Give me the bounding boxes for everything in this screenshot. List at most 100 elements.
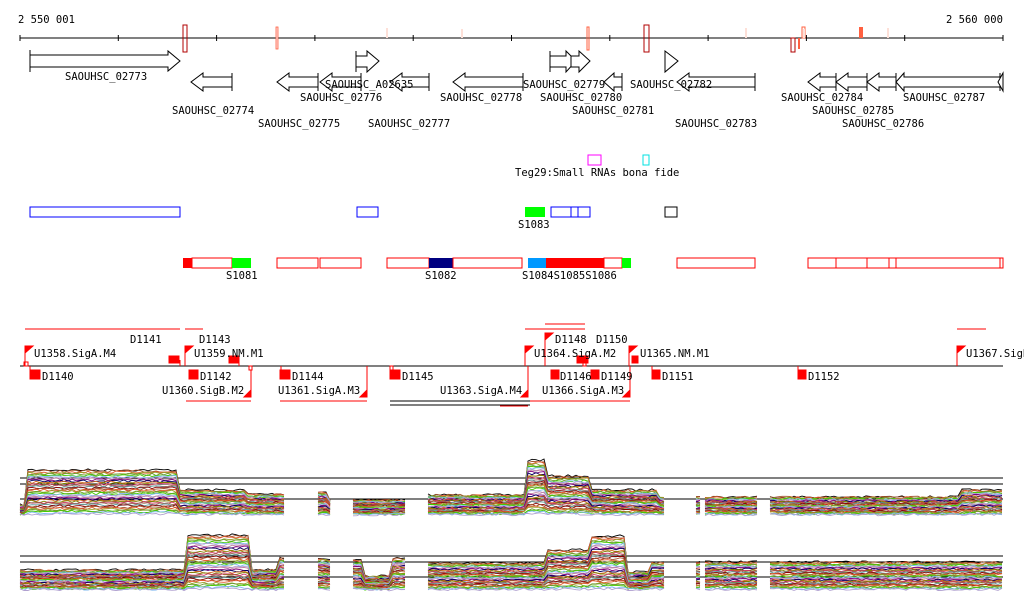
srna-feature-S1083[interactable] (525, 207, 545, 217)
scale-ruler: 2 550 001 2 560 000 (18, 14, 1004, 53)
expression-profile-line (769, 489, 1003, 500)
gene-02784[interactable] (807, 72, 837, 92)
expression-profile-line (317, 565, 331, 568)
srna-feature-S1084[interactable] (528, 258, 546, 268)
gene-label[interactable]: SAOUHSC_02786 (842, 118, 924, 130)
tss-gray-lines (390, 400, 530, 406)
tss-label[interactable]: D1140 (42, 371, 74, 383)
gene-label[interactable]: SAOUHSC_02774 (172, 105, 254, 117)
gene-02786[interactable] (866, 72, 897, 92)
gene-label[interactable]: SAOUHSC_A02635 (325, 79, 414, 91)
expression-profile-line (19, 500, 285, 514)
gene-label[interactable]: SAOUHSC_02784 (781, 92, 863, 104)
tss-label[interactable]: D1148 (555, 334, 587, 346)
expression-profile-line (427, 586, 665, 592)
tss-label[interactable]: D1149 (601, 371, 633, 383)
gene-02781[interactable] (603, 71, 623, 93)
srna-feature[interactable] (895, 257, 1001, 269)
tss-label[interactable]: U1358.SigA.M4 (34, 348, 116, 360)
gene-label[interactable]: SAOUHSC_02775 (258, 118, 340, 130)
srna-feature[interactable] (664, 206, 678, 218)
srna-feature[interactable] (676, 257, 756, 269)
expression-profile-line (19, 468, 285, 507)
tss-markers[interactable] (23, 332, 967, 398)
srna-feature[interactable] (807, 257, 837, 269)
gene-02774[interactable] (190, 72, 233, 92)
tss-label[interactable]: U1359.NM.M1 (194, 348, 264, 360)
srna-feature[interactable] (319, 257, 362, 269)
gene-02777[interactable] (389, 72, 430, 92)
tss-label[interactable]: D1141 (130, 334, 162, 346)
tss-label[interactable]: D1144 (292, 371, 324, 383)
gene-label[interactable]: SAOUHSC_02776 (300, 92, 382, 104)
gene-label[interactable]: SAOUHSC_02783 (675, 118, 757, 130)
srna-feature[interactable] (622, 258, 631, 268)
gene-02787[interactable] (895, 71, 1004, 93)
expression-profile-line (317, 581, 331, 585)
gene-label[interactable]: SAOUHSC_02781 (572, 105, 654, 117)
srna-feature[interactable] (888, 257, 897, 269)
tss-label[interactable]: D1143 (199, 334, 231, 346)
gene-label[interactable]: SAOUHSC_02782 (630, 79, 712, 91)
gene-label[interactable]: SAOUHSC_02787 (903, 92, 985, 104)
gene-02785[interactable] (835, 72, 868, 92)
gene-label[interactable]: SAOUHSC_02773 (65, 71, 147, 83)
gene-02783[interactable] (676, 72, 756, 92)
srna-feature[interactable] (866, 257, 890, 269)
expression-profile-line (19, 472, 285, 507)
expression-profile-line (704, 583, 758, 586)
gene-02782[interactable] (664, 49, 679, 74)
srna-feature[interactable] (276, 257, 319, 269)
gene-02780[interactable] (570, 49, 591, 74)
tss-label[interactable]: U1364.SigA.M2 (534, 348, 616, 360)
tss-label[interactable]: D1142 (200, 371, 232, 383)
srna-feature[interactable] (191, 257, 233, 269)
srna-feature[interactable] (356, 206, 379, 218)
gene-label[interactable]: SAOUHSC_02777 (368, 118, 450, 130)
gene-02778[interactable] (452, 72, 524, 92)
tss-label[interactable]: U1361.SigA.M3 (278, 385, 360, 397)
srna-feature[interactable] (550, 206, 572, 218)
srna-feature[interactable] (577, 206, 591, 218)
expression-profile-line (352, 505, 406, 509)
srna-feature[interactable] (603, 257, 623, 269)
tss-label[interactable]: D1150 (596, 334, 628, 346)
tss-label[interactable]: D1152 (808, 371, 840, 383)
tss-label[interactable]: U1365.NM.M1 (640, 348, 710, 360)
gene-label[interactable]: SAOUHSC_02785 (812, 105, 894, 117)
srna-feature[interactable] (29, 206, 181, 218)
gene-label[interactable]: SAOUHSC_02778 (440, 92, 522, 104)
gene-label[interactable]: SAOUHSC_02780 (540, 92, 622, 104)
expression-profile-line (704, 513, 758, 517)
expression-profile-line (695, 565, 701, 568)
srna-feature-S1081[interactable] (232, 258, 251, 268)
expression-profile-line (19, 476, 285, 507)
tss-label[interactable]: U1367.SigB (966, 348, 1024, 360)
gene-02776[interactable] (319, 72, 362, 92)
srna-feature[interactable] (570, 206, 579, 218)
tss-label[interactable]: U1360.SigB.M2 (162, 385, 244, 397)
srna-feature-S1082[interactable] (429, 258, 453, 268)
srna-feature-S1085-S1086[interactable] (546, 258, 604, 268)
tss-label[interactable]: D1151 (662, 371, 694, 383)
gene-A02635[interactable] (355, 49, 380, 74)
expression-profile-line (427, 573, 665, 587)
expression-profile-line (19, 582, 285, 590)
tss-label[interactable]: D1145 (402, 371, 434, 383)
expression-profile-line (695, 570, 701, 573)
expression-profile-line (19, 485, 285, 511)
srna-feature[interactable] (386, 257, 430, 269)
tss-label[interactable]: U1363.SigA.M4 (440, 385, 522, 397)
srna-feature[interactable] (835, 257, 868, 269)
tss-label[interactable]: U1366.SigA.M3 (542, 385, 624, 397)
expression-profile-line (352, 500, 406, 504)
srna-feature[interactable] (183, 258, 192, 268)
expression-profile-line (317, 573, 331, 576)
gene-02773[interactable] (29, 49, 181, 73)
srna-feature[interactable] (452, 257, 523, 269)
srna-feature[interactable] (999, 257, 1004, 269)
gene-02775[interactable] (276, 72, 319, 92)
gene-label[interactable]: SAOUHSC_02779 (523, 79, 605, 91)
tss-label[interactable]: D1146 (560, 371, 592, 383)
